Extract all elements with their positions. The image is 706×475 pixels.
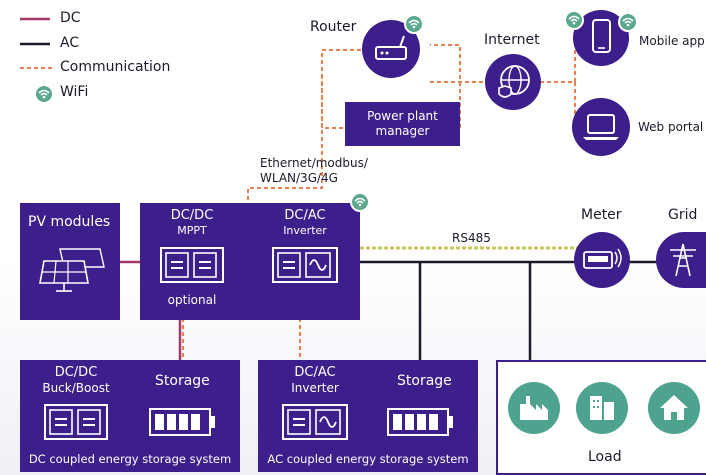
dcdc-mppt-converter: [160, 247, 224, 283]
building-node: [576, 382, 628, 434]
battery-icon: [387, 408, 453, 436]
dc-storage-conv-sub: Buck/Boost: [42, 381, 110, 395]
mobile-app-label: Mobile app: [639, 34, 705, 48]
dcdc-mppt-sub: MPPT: [177, 224, 207, 237]
dcac-inverter-converter: [272, 247, 338, 283]
dc-storage-label: Storage: [155, 373, 210, 389]
internet-label: Internet: [484, 32, 540, 48]
dc-system-label: DC coupled energy storage system: [28, 452, 232, 466]
router-label: Router: [310, 19, 357, 35]
smartphone-icon: [592, 19, 611, 53]
legend-ac: AC: [60, 35, 80, 51]
laptop-icon: [583, 114, 619, 140]
dcdc-mppt-title: DC/DC: [170, 208, 214, 223]
pv-modules-label: PV modules: [28, 214, 111, 230]
dcac-inverter-sub: Inverter: [283, 224, 327, 237]
office-building-icon: [590, 396, 614, 420]
wifi-icon: [34, 84, 54, 104]
load-box: Load: [496, 360, 706, 475]
ac-storage-label: Storage: [397, 373, 452, 389]
dc-ac-inverter-icon: [287, 409, 341, 435]
dc-dc-converter-icon: [165, 252, 217, 278]
router-wifi-icon: [404, 14, 424, 34]
load-label: Load: [588, 449, 622, 465]
ac-lines: [360, 260, 658, 360]
power-plant-manager-box: Power plant manager: [345, 102, 460, 146]
factory-node: [508, 382, 560, 434]
dcac-inverter-title: DC/AC: [284, 208, 326, 223]
dc-storage-conv-title: DC/DC: [54, 365, 98, 380]
ac-storage-inverter: [282, 404, 348, 440]
ac-system-label: AC coupled energy storage system: [267, 452, 469, 466]
rs485-label: RS485: [452, 231, 491, 245]
battery-icon: [149, 408, 215, 436]
dc-ac-inverter-icon: [277, 252, 331, 278]
house-node: [648, 382, 700, 434]
power-plant-manager-label: Power plant manager: [367, 109, 438, 138]
grid-label: Grid: [668, 207, 698, 223]
globe-icon: [498, 65, 530, 98]
legend-wifi: WiFi: [60, 84, 89, 100]
comm-protocol-line-2: WLAN/3G/4G: [260, 171, 338, 185]
web-portal-label: Web portal: [638, 120, 704, 134]
meter-label: Meter: [581, 207, 622, 223]
dc-storage-converter: [44, 404, 108, 440]
solar-panel-icon: [39, 248, 105, 292]
router-icon: [375, 35, 407, 60]
inverter-wifi-icon: [350, 192, 370, 212]
internet-node: [485, 54, 541, 110]
electricity-meter-icon: [583, 248, 622, 269]
mobile-wifi-left-icon: [564, 10, 584, 30]
comm-protocol-line-1: Ethernet/modbus/: [260, 156, 368, 170]
house-icon: [660, 395, 688, 420]
mobile-wifi-right-icon: [618, 12, 638, 32]
dc-dc-converter-icon: [49, 409, 101, 435]
dc-coupled-storage-box: DC/DC Buck/Boost Storage DC coupled ener…: [20, 360, 240, 472]
power-tower-icon: [670, 243, 696, 277]
legend-dc: DC: [60, 10, 81, 26]
legend-communication: Communication: [60, 59, 171, 75]
hybrid-inverter-box: DC/DC MPPT optional DC/AC Inverter: [140, 203, 360, 320]
ac-storage-conv-title: DC/AC: [294, 365, 336, 380]
dcdc-optional-note: optional: [167, 293, 217, 307]
web-portal-node: [572, 98, 630, 156]
pv-modules-box: PV modules: [20, 203, 120, 320]
meter-node: [574, 232, 630, 288]
ac-coupled-storage-box: DC/AC Inverter Storage AC coupled energy…: [258, 360, 478, 472]
grid-node: [656, 232, 706, 288]
ac-storage-conv-sub: Inverter: [291, 381, 339, 395]
factory-icon: [520, 396, 548, 420]
